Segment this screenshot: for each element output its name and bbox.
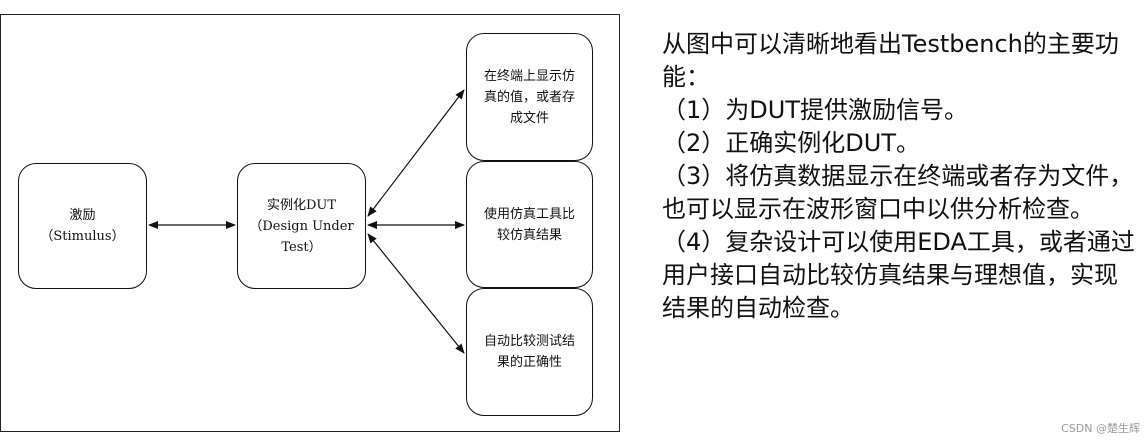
description-panel: 从图中可以清晰地看出Testbench的主要功能： （1）为DUT提供激励信号。… xyxy=(662,28,1138,325)
arrow-dut-display xyxy=(367,89,465,217)
description-item-4: （4）复杂设计可以使用EDA工具，或者通过用户接口自动比较仿真结果与理想值，实现… xyxy=(662,228,1135,322)
node-stimulus-label: 激励 （Stimulus） xyxy=(40,208,125,244)
node-display-label: 在终端上显示仿 真的值，或者存 成文件 xyxy=(483,68,575,126)
description-item-2: （2）正确实例化DUT。 xyxy=(662,129,920,157)
node-dut: 实例化DUT （Design Under Test） xyxy=(237,163,366,289)
arrow-dut-autocheck xyxy=(367,233,465,354)
node-autocheck-label: 自动比较测试结 果的正确性 xyxy=(483,334,575,370)
node-stimulus: 激励 （Stimulus） xyxy=(18,163,147,289)
diagram-frame xyxy=(0,14,620,432)
node-autocheck: 自动比较测试结 果的正确性 xyxy=(466,288,593,416)
diagram-connectors xyxy=(148,89,465,354)
description-item-1: （1）为DUT提供激励信号。 xyxy=(662,96,968,124)
node-display: 在终端上显示仿 真的值，或者存 成文件 xyxy=(466,33,593,161)
node-compare-label: 使用仿真工具比 较仿真结果 xyxy=(483,206,575,243)
node-dut-label: 实例化DUT （Design Under Test） xyxy=(249,197,354,255)
description-intro: 从图中可以清晰地看出Testbench的主要功能： xyxy=(662,30,1119,91)
watermark: CSDN @楚生辉 xyxy=(1061,422,1140,435)
description-item-3: （3）将仿真数据显示在终端或者存为文件，也可以显示在波形窗口中以供分析检查。 xyxy=(662,162,1134,223)
node-compare: 使用仿真工具比 较仿真结果 xyxy=(466,161,593,288)
